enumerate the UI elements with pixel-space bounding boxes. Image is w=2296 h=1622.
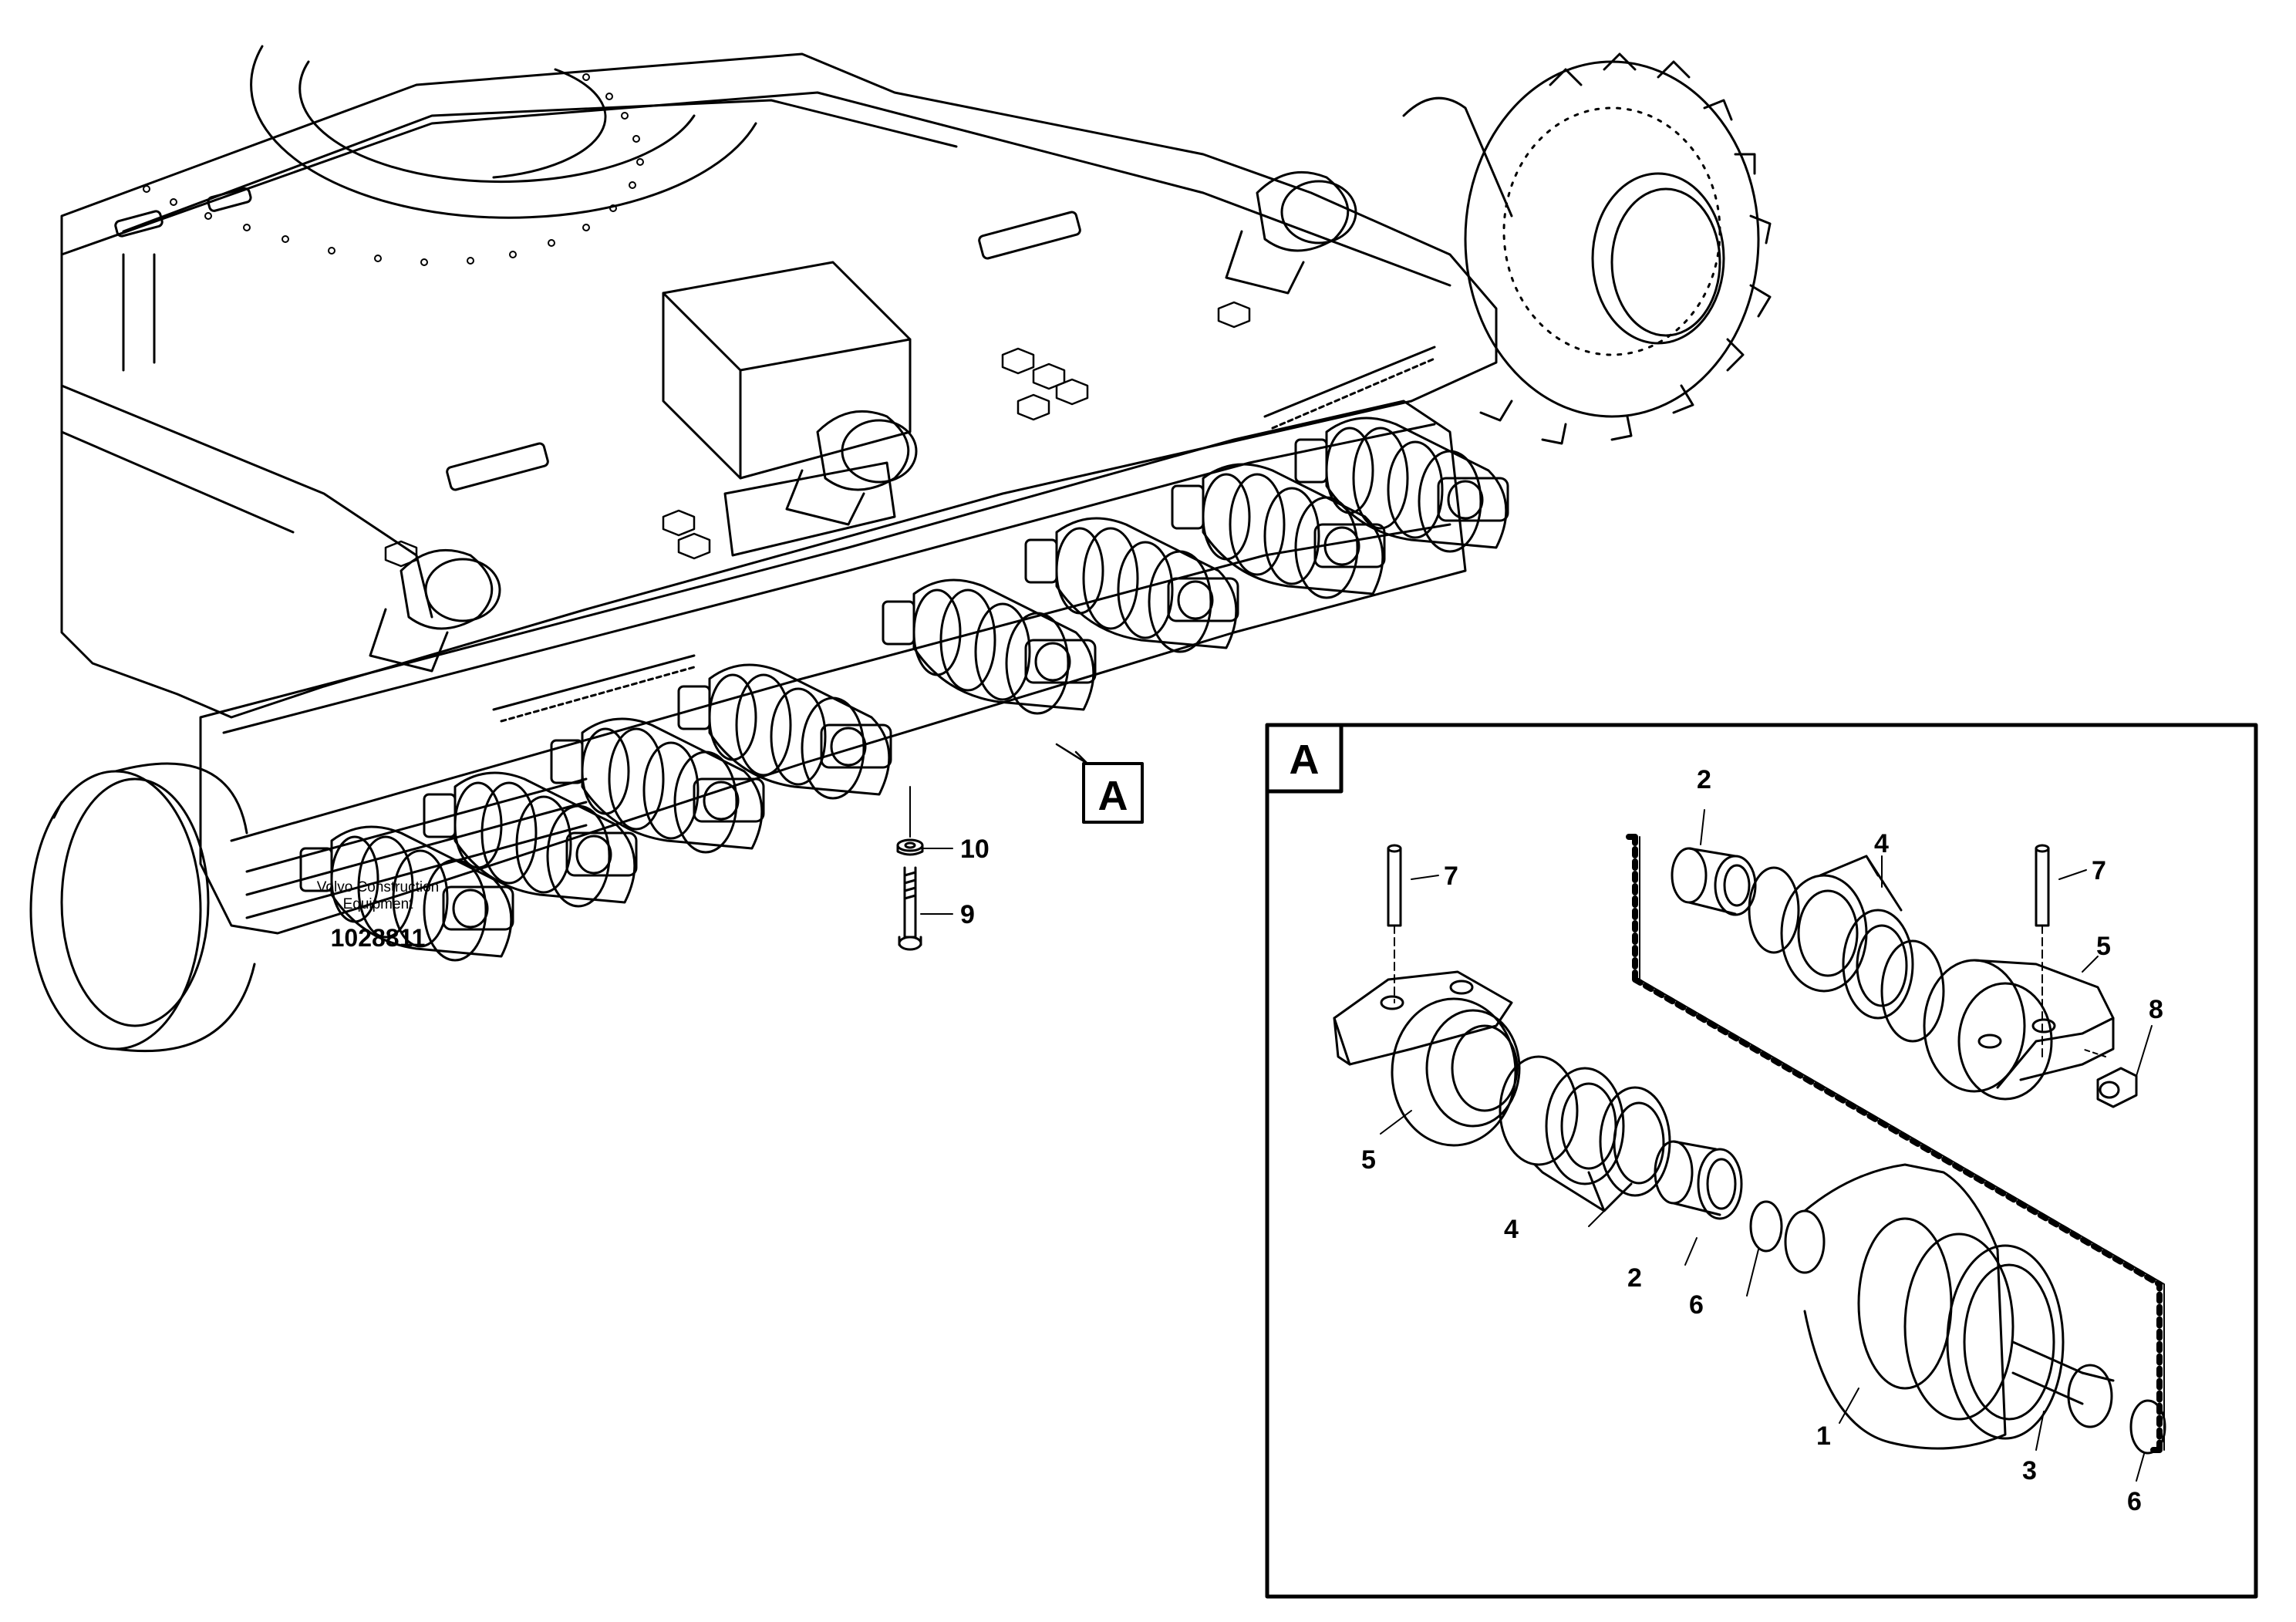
collar-housing-left bbox=[1333, 970, 1521, 1147]
callout-8: 8 bbox=[2149, 995, 2163, 1024]
callout-6-bottom: 6 bbox=[2127, 1487, 2142, 1516]
callout-7-right: 7 bbox=[2092, 856, 2106, 885]
seal-group-left bbox=[1499, 1055, 1671, 1212]
callout-2-top: 2 bbox=[1697, 765, 1711, 794]
callout-4-top: 4 bbox=[1874, 829, 1889, 858]
seal-group-right bbox=[1748, 855, 1945, 1043]
detail-a-leader bbox=[1055, 743, 1089, 765]
detail-a-panel-tag bbox=[1265, 723, 1344, 794]
bolt-part bbox=[898, 866, 922, 951]
pin-part-left bbox=[1387, 844, 1402, 1003]
track-roller bbox=[1171, 463, 1386, 599]
callout-5-left: 5 bbox=[1361, 1145, 1376, 1175]
ring-part-bottom bbox=[2129, 1399, 2166, 1455]
track-roller bbox=[1294, 416, 1509, 553]
detail-a-panel-label: A bbox=[1290, 737, 1320, 783]
callout-7-left: 7 bbox=[1444, 862, 1458, 891]
roller-body-part bbox=[1784, 1163, 2065, 1450]
publisher-line-1: Volvo Construction bbox=[316, 879, 440, 895]
track-roller bbox=[1024, 517, 1239, 653]
callout-1: 1 bbox=[1816, 1421, 1831, 1451]
front-idler-wheel bbox=[29, 762, 256, 1053]
callout-9: 9 bbox=[960, 900, 975, 929]
document-number: 1028811 bbox=[330, 924, 426, 952]
track-roller bbox=[299, 825, 514, 962]
bushing-part-upper bbox=[1671, 847, 1757, 916]
detail-a-marker-label: A bbox=[1098, 773, 1128, 819]
drive-sprocket bbox=[1402, 52, 1772, 445]
track-roller-row bbox=[299, 416, 1509, 962]
publisher-line-2: Equipment bbox=[342, 896, 413, 912]
bushing-part-lower bbox=[1654, 1140, 1743, 1220]
washer-part bbox=[896, 838, 924, 856]
detail-a-marker bbox=[1082, 762, 1144, 824]
shaft-part bbox=[2011, 1340, 2115, 1428]
callout-10: 10 bbox=[960, 835, 990, 864]
pin-part-right bbox=[2035, 844, 2050, 1057]
collar-housing-right bbox=[1923, 959, 2115, 1101]
publisher-caption: Volvo Construction Equipment bbox=[262, 879, 494, 913]
undercarriage-frame bbox=[60, 45, 1498, 935]
detail-a-panel bbox=[1265, 723, 2258, 1599]
callout-2-bottom: 2 bbox=[1627, 1263, 1642, 1293]
track-roller bbox=[423, 771, 638, 908]
callout-3: 3 bbox=[2022, 1456, 2037, 1485]
track-roller bbox=[677, 663, 892, 800]
roller-assembly-bracket bbox=[1624, 834, 2163, 1453]
ring-part-mid bbox=[1749, 1200, 1783, 1253]
callout-6-mid: 6 bbox=[1689, 1290, 1704, 1320]
callout-4-bottom: 4 bbox=[1504, 1215, 1519, 1244]
detail-leader-lines bbox=[920, 809, 2153, 1482]
track-roller bbox=[882, 578, 1097, 715]
callout-5-right: 5 bbox=[2096, 932, 2111, 961]
track-roller bbox=[550, 717, 765, 854]
plug-part bbox=[2082, 1048, 2138, 1108]
